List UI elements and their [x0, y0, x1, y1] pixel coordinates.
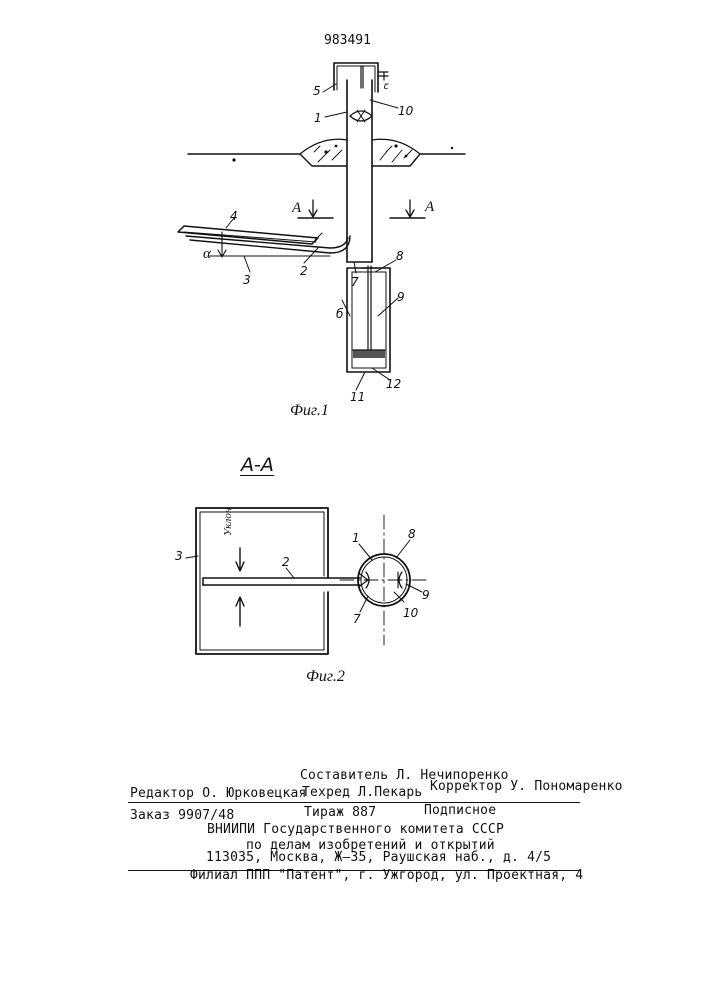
imprint-rule-top — [128, 802, 580, 803]
fig1-label-8: 8 — [396, 249, 404, 263]
imprint-order: Заказ 9907/48 — [130, 808, 234, 823]
imprint-corrector: Корректор У. Пономаренко — [430, 779, 623, 794]
imprint-address: 113035, Москва, Ж–35, Раушская наб., д. … — [206, 850, 551, 865]
section-title: A-A — [241, 454, 274, 476]
figure-1-caption: Фиг.1 — [290, 402, 329, 420]
imprint-editor: Редактор О. Юрковецкая — [130, 786, 307, 801]
fig1-label-3: 3 — [243, 273, 251, 287]
section-mark-left: A — [292, 200, 301, 217]
angle-alpha-label: α — [203, 246, 211, 263]
fig1-label-6: б — [336, 307, 343, 321]
section-mark-right: A — [425, 199, 434, 216]
fig1-label-1: 1 — [314, 111, 322, 125]
fig1-label-12: 12 — [386, 377, 401, 391]
imprint-branch: Филиал ППП "Патент", г. Ужгород, ул. Про… — [190, 868, 583, 883]
fig2-label-3: 3 — [175, 549, 183, 563]
fig2-label-10: 10 — [403, 606, 418, 620]
fig2-label-8: 8 — [408, 527, 416, 541]
fig1-label-4: 4 — [230, 209, 238, 223]
fig2-label-9: 9 — [422, 588, 430, 602]
fig1-label-10: 10 — [398, 104, 413, 118]
fig1-label-11: 11 — [350, 390, 365, 404]
fig1-label-9: 9 — [397, 290, 405, 304]
patent-number: 983491 — [324, 33, 371, 48]
fig1-label-2: 2 — [300, 264, 308, 278]
section-title-underline — [240, 475, 274, 476]
fig2-label-1: 1 — [352, 531, 360, 545]
fig1-label-5: 5 — [313, 84, 321, 98]
imprint-circulation: Тираж 887 — [304, 805, 376, 820]
fig2-label-2: 2 — [282, 555, 290, 569]
imprint-techred: Техред Л.Пекарь — [302, 785, 422, 800]
imprint-subscription: Подписное — [424, 803, 496, 818]
imprint-org-line-1: ВНИИПИ Государственного комитета СССР — [207, 822, 504, 837]
fig2-label-7: 7 — [353, 612, 361, 626]
fig1-label-7: 7 — [351, 275, 359, 289]
fig1-small-mark: ꞇ — [383, 78, 388, 92]
figure-2-caption: Фиг.2 — [306, 668, 345, 686]
slope-label: Уклон — [222, 508, 234, 536]
